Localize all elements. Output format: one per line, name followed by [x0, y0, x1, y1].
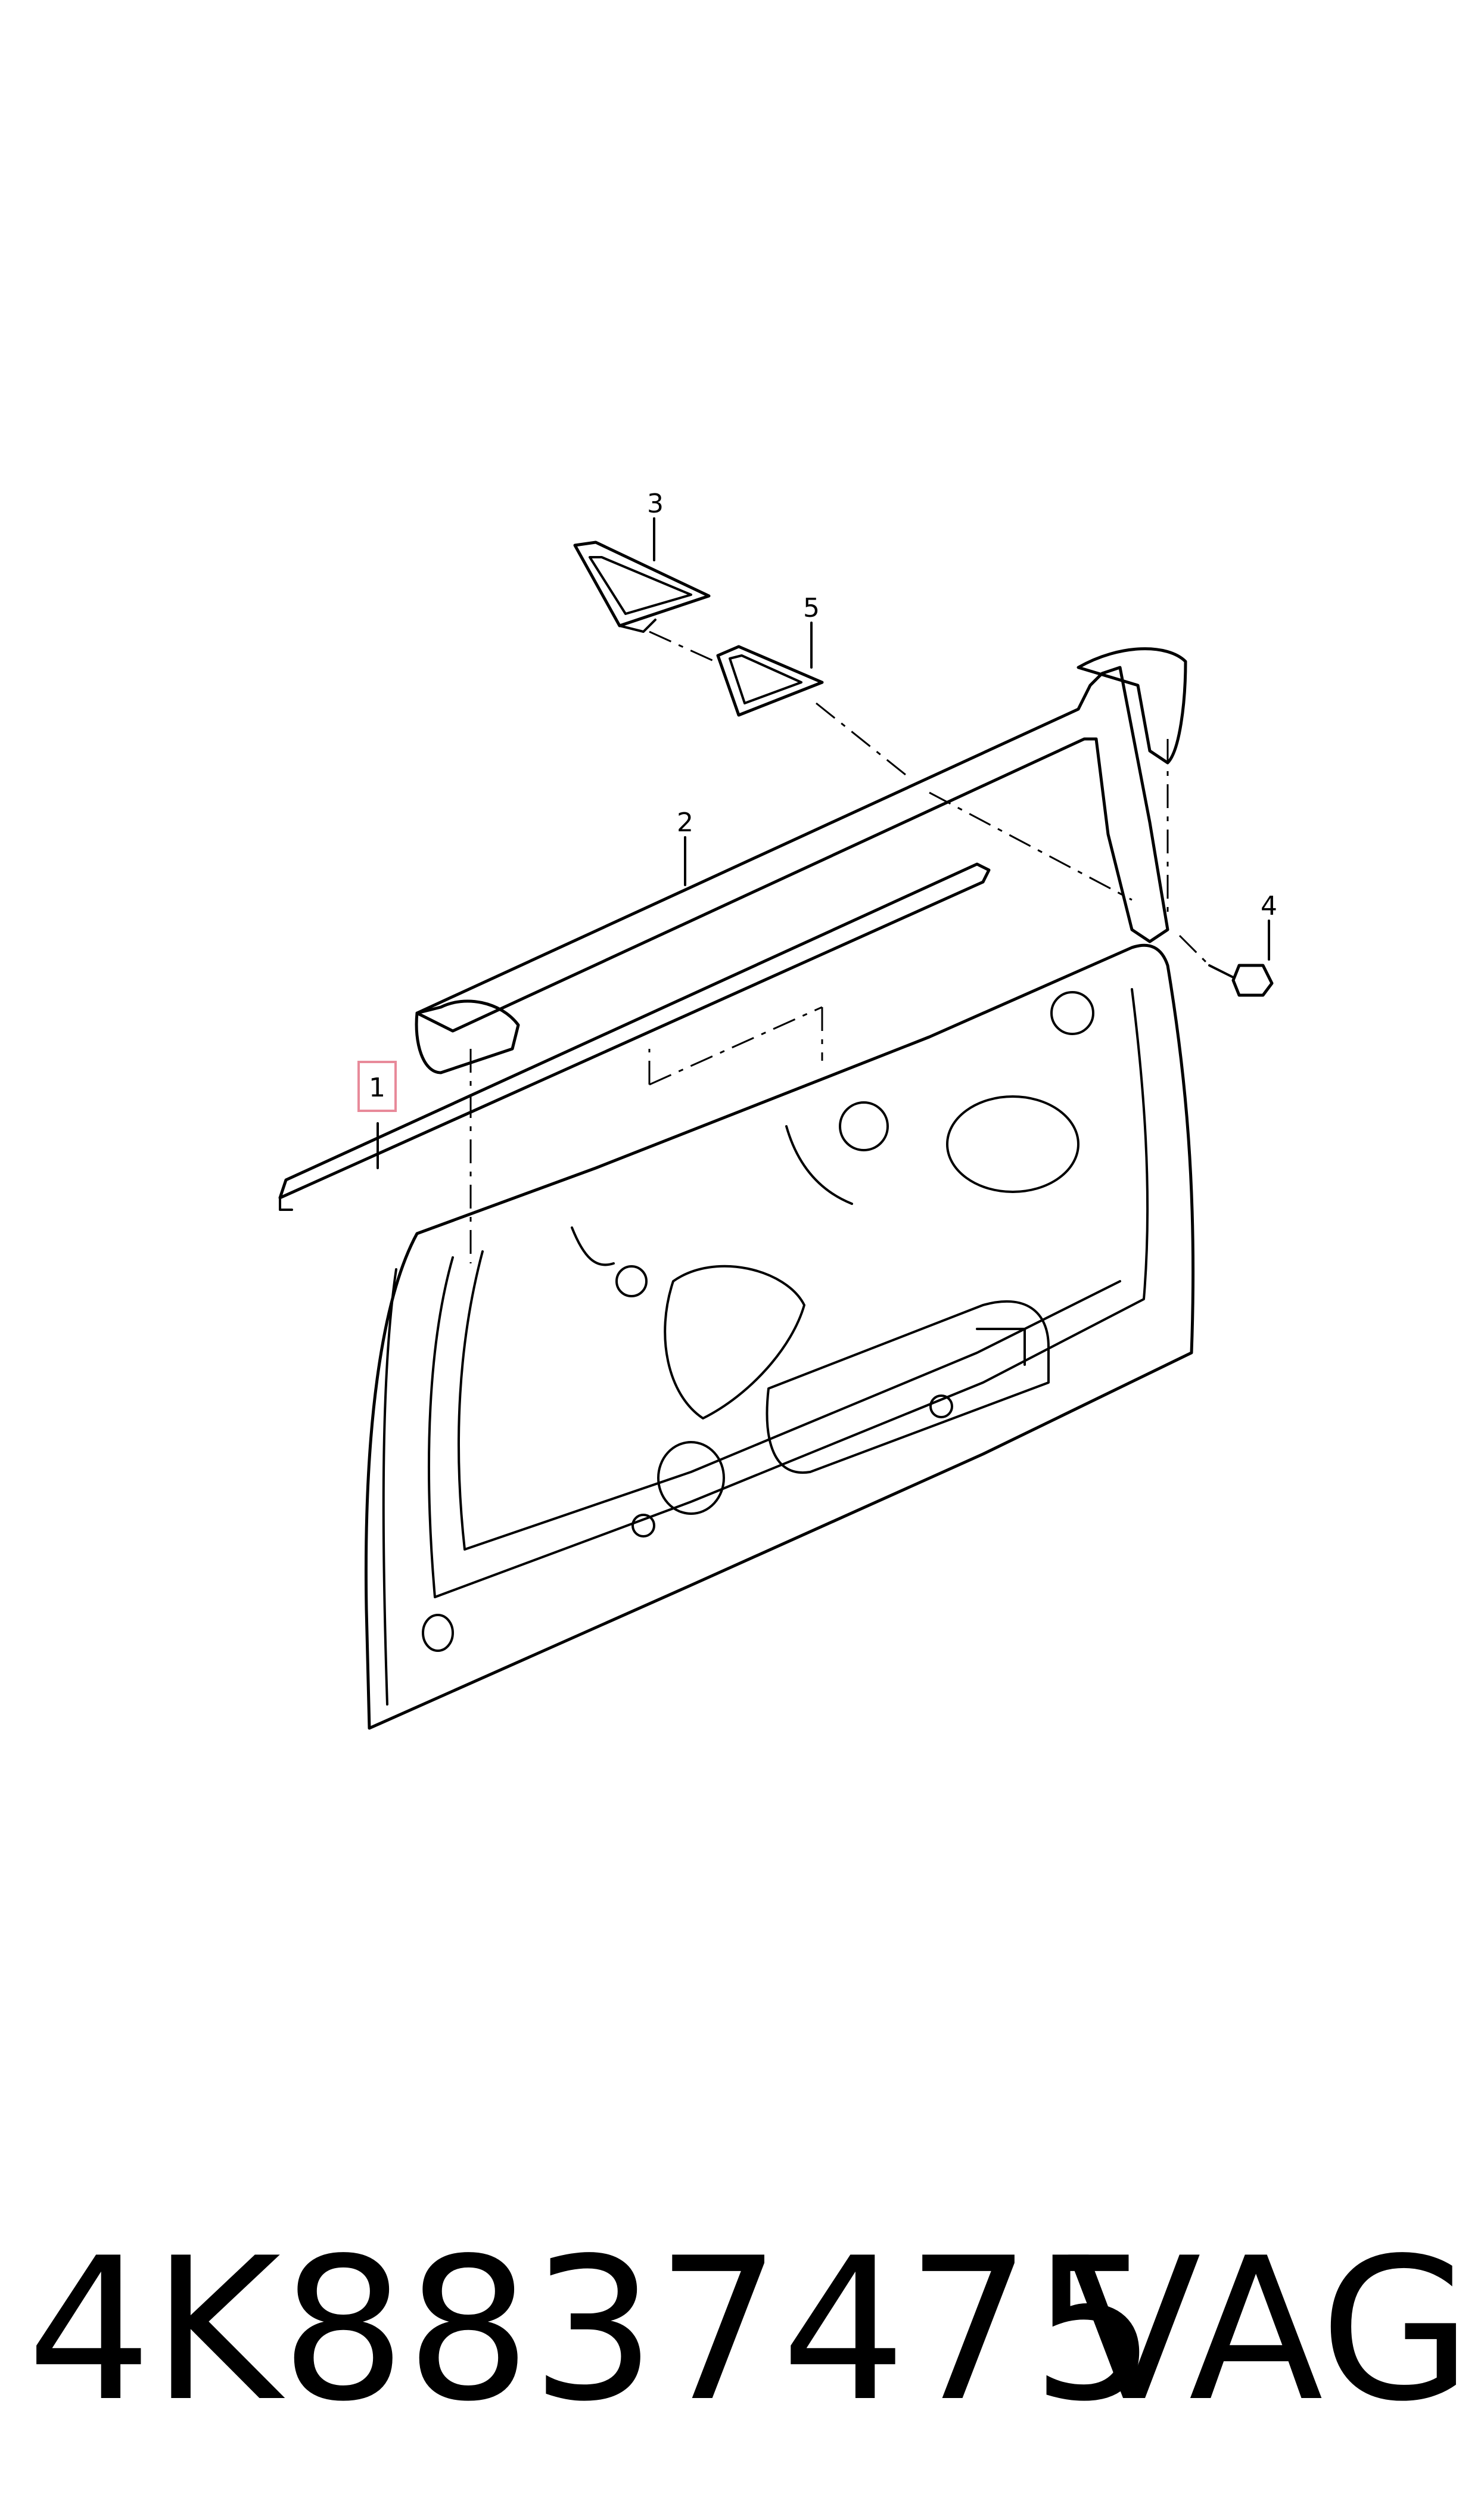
callout-5: 5	[803, 593, 820, 623]
door-inner-panel	[364, 943, 1195, 1730]
callout-1: 1	[369, 1073, 385, 1103]
caption-bar: 4K8837475 VAG	[0, 2205, 1484, 2455]
brand-label: VAG	[1066, 2216, 1472, 2445]
assembly-lines	[469, 630, 1211, 1263]
inner-triangle-trim	[716, 645, 824, 717]
window-seal-strip	[278, 862, 991, 1211]
callout-1-highlight	[357, 1061, 397, 1112]
callout-3: 3	[647, 489, 664, 519]
mirror-triangle-cover	[573, 541, 711, 633]
part-number: 4K8837475	[27, 2216, 1157, 2445]
window-frame-molding	[415, 647, 1187, 1074]
callout-2: 2	[677, 807, 693, 838]
bolt	[1208, 964, 1274, 997]
callout-leaders	[377, 517, 1270, 1169]
callout-4: 4	[1261, 891, 1277, 921]
